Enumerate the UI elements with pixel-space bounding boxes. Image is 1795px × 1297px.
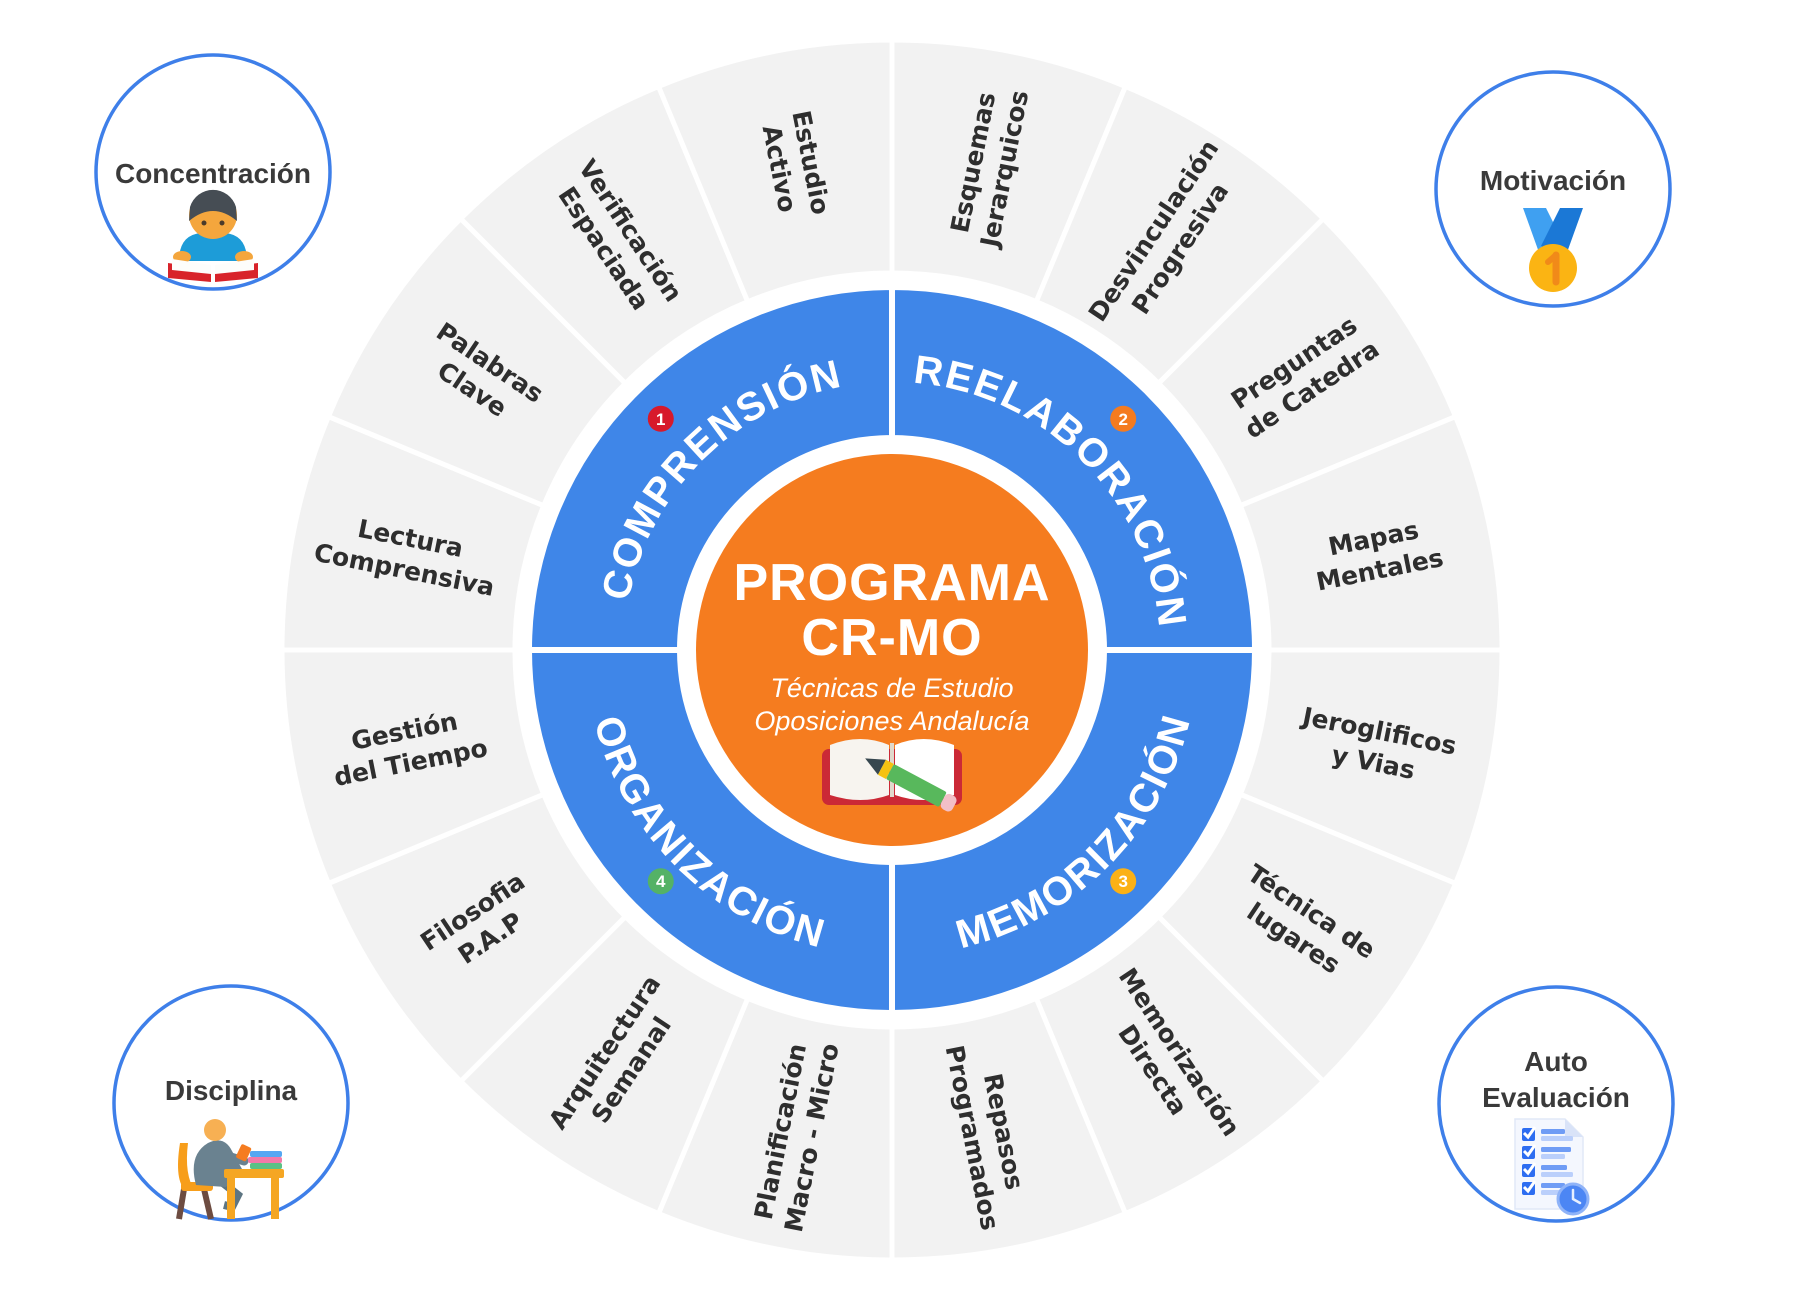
quadrant-number-badge	[647, 405, 674, 432]
corner-auto-evaluacion: Auto Evaluación	[1437, 985, 1675, 1223]
corner-title-disciplina: Disciplina	[165, 1075, 298, 1106]
quadrant-sector	[526, 284, 895, 653]
wheel: COMPRENSIÓN1LecturaComprensivaPalabrasCl…	[279, 37, 1505, 1263]
quadrant-sector	[889, 284, 1258, 653]
quadrant-number: 2	[1118, 410, 1127, 429]
quadrant-number-badge	[1110, 868, 1137, 895]
corner-disciplina: Disciplina	[112, 984, 350, 1222]
technique-segment	[279, 647, 547, 886]
quadrant-sector	[889, 647, 1258, 1016]
quadrant-number: 3	[1118, 872, 1127, 891]
center-subtitle-line1: Técnicas de Estudio	[770, 673, 1013, 703]
corner-title-auto: Auto	[1524, 1046, 1588, 1077]
corner-circle	[1434, 70, 1672, 308]
medal-icon	[1523, 208, 1583, 292]
checklist-clock-icon	[1514, 1118, 1590, 1216]
corner-title-concentracion: Concentración	[115, 158, 311, 189]
quadrant-number-badge	[1110, 405, 1137, 432]
corner-circle	[94, 53, 332, 291]
center-title-line2: CR-MO	[801, 609, 982, 667]
quadrant-number: 1	[656, 410, 665, 429]
corner-title-evaluacion: Evaluación	[1482, 1082, 1630, 1113]
quadrant-sector	[526, 647, 895, 1016]
center-circle	[696, 454, 1088, 846]
corner-motivacion: Motivación	[1434, 70, 1672, 308]
quadrant-number: 4	[656, 872, 666, 891]
corner-circle	[1437, 985, 1675, 1223]
center-subtitle-line2: Oposiciones Andalucía	[754, 706, 1029, 736]
open-book-pencil-icon	[822, 739, 962, 812]
corner-title-motivacion: Motivación	[1480, 165, 1626, 196]
center-title-line1: PROGRAMA	[733, 554, 1050, 612]
corner-circle	[112, 984, 350, 1222]
corner-concentracion: Concentración	[94, 53, 332, 291]
center-circle-content: PROGRAMA CR-MO Técnicas de Estudio Oposi…	[733, 554, 1050, 812]
studying-person-icon	[176, 1119, 284, 1220]
quadrant-number-badge	[647, 868, 674, 895]
reading-boy-icon	[168, 189, 258, 282]
